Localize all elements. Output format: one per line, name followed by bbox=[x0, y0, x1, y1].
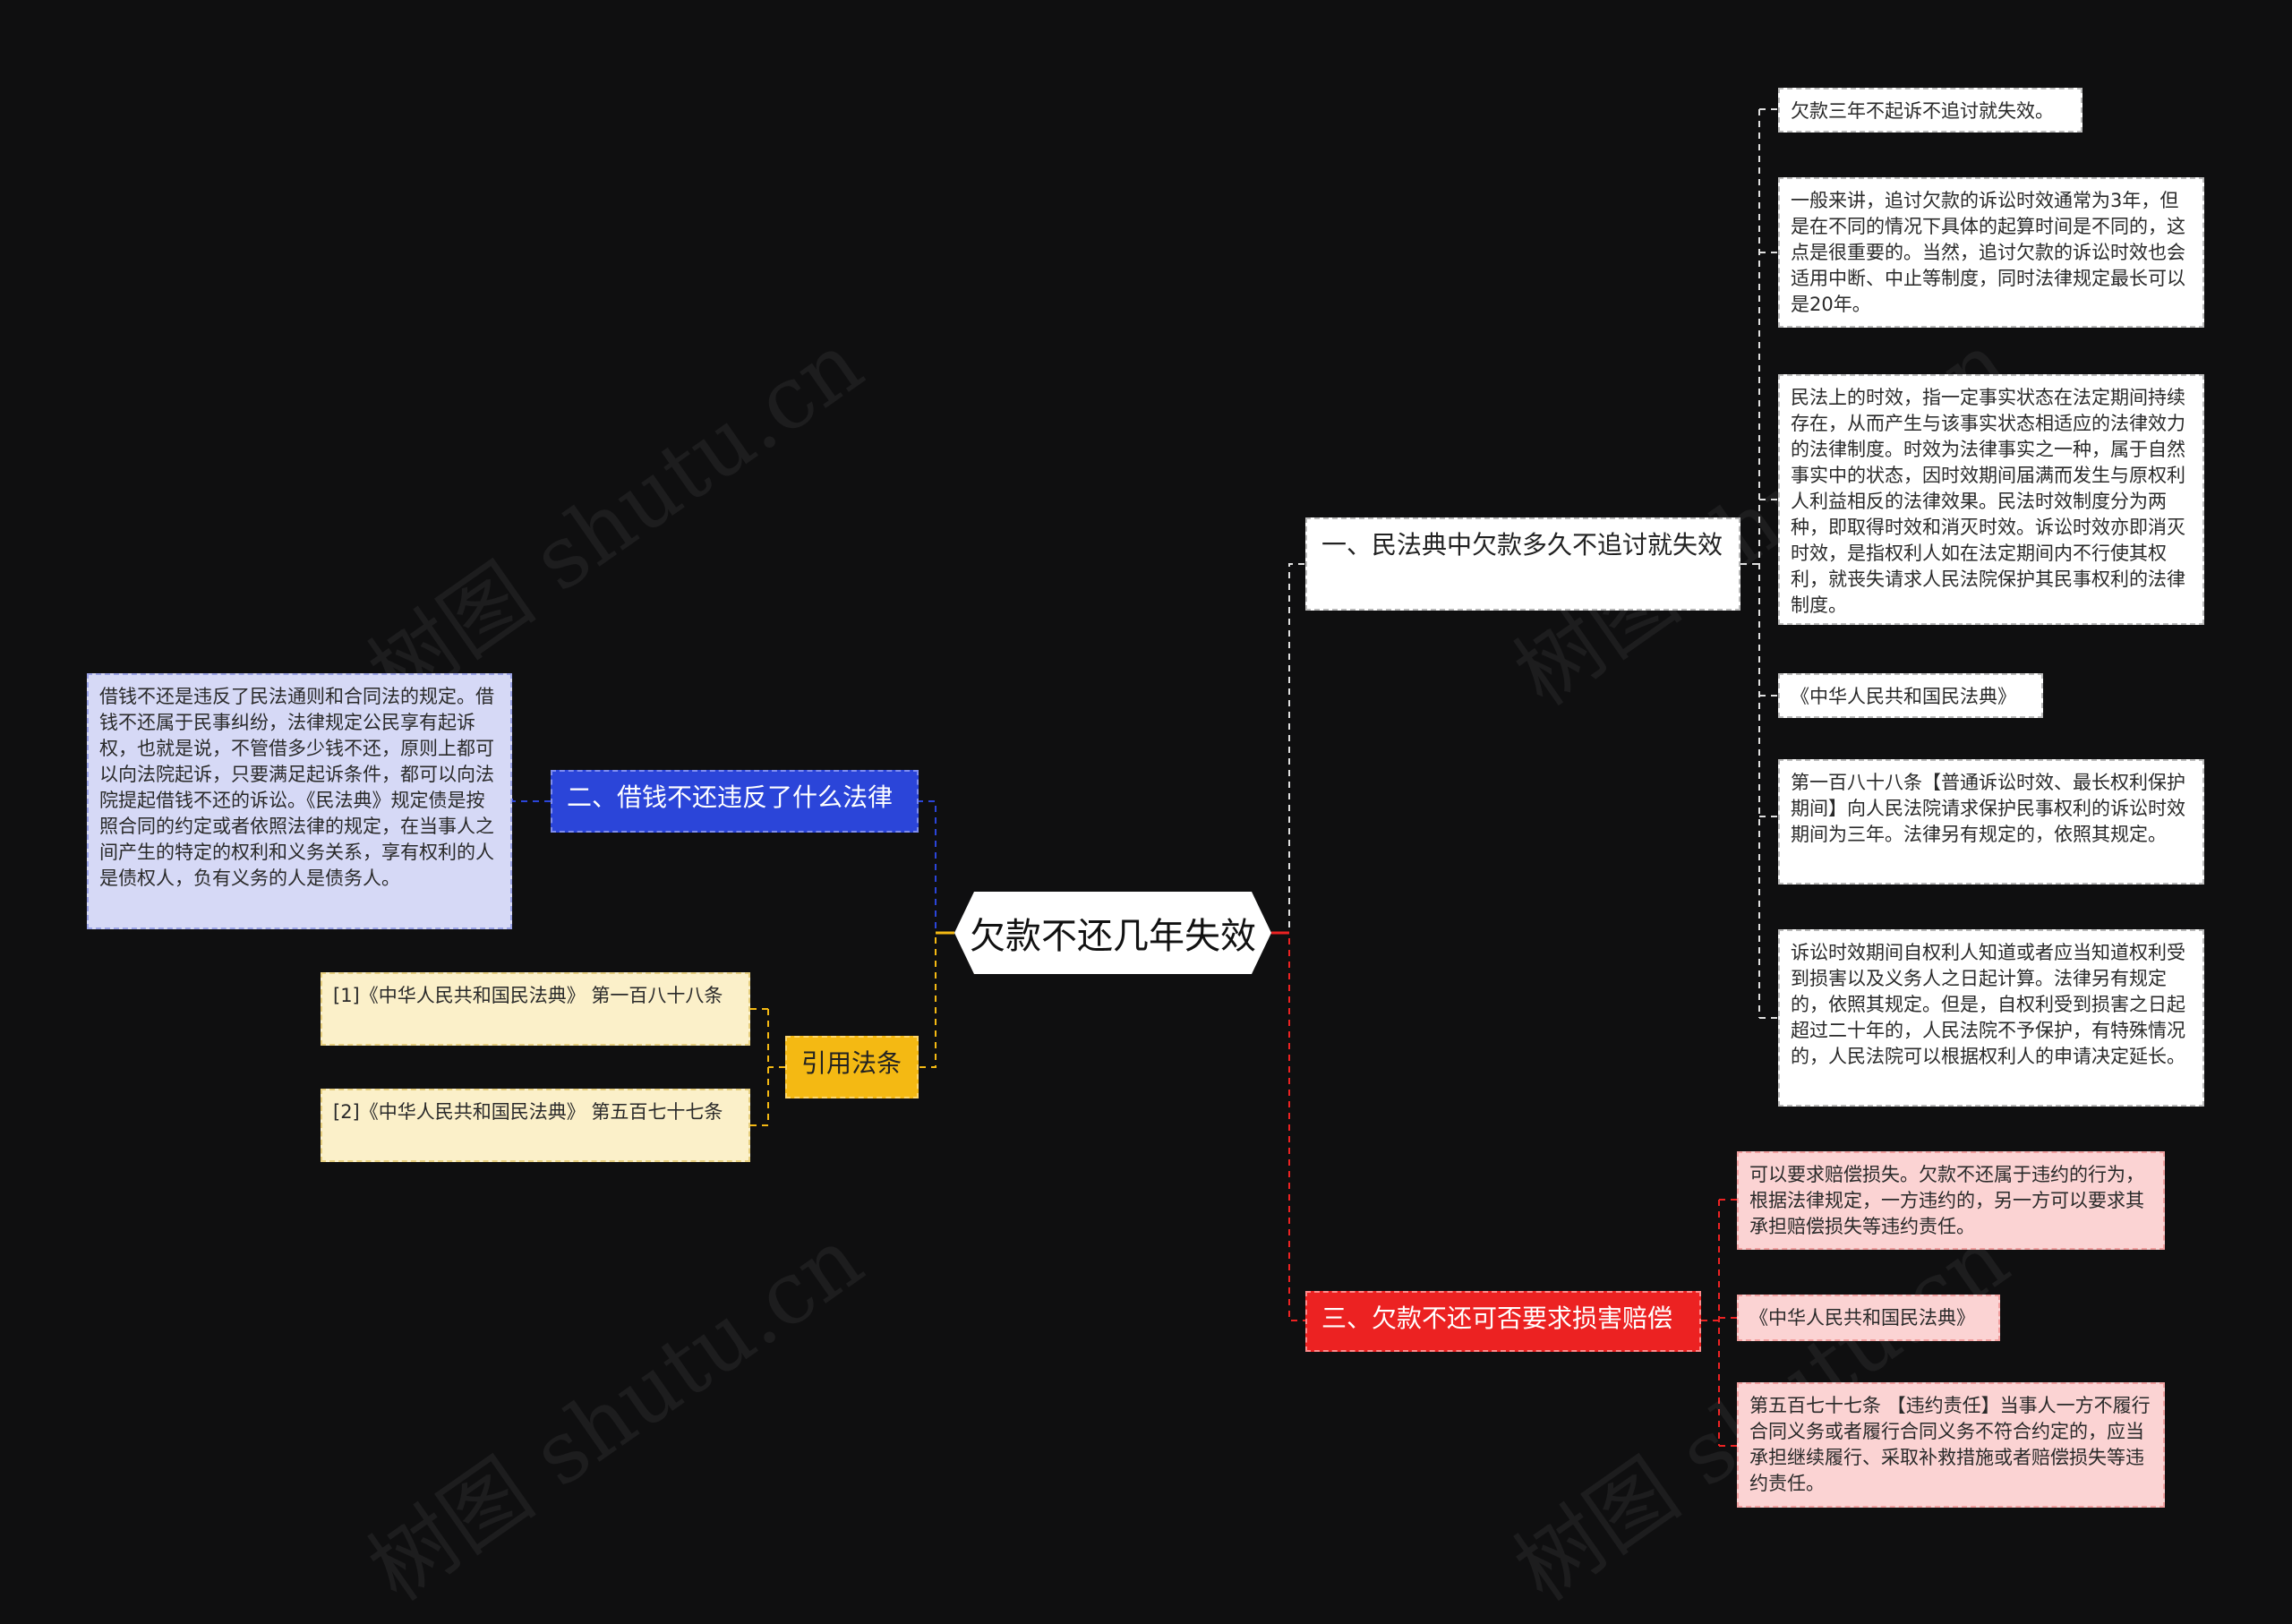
branch-damages[interactable]: 三、欠款不还可否要求损害赔偿 bbox=[1305, 1291, 1701, 1352]
leaf-limitation-definition[interactable]: 民法上的时效，指一定事实状态在法定期间持续存在，从而产生与该事实状态相适应的法律… bbox=[1778, 374, 2204, 625]
link-root-b1 bbox=[1271, 563, 1305, 934]
link-b1-leaves bbox=[1759, 108, 1778, 1019]
leaf-limitation-start[interactable]: 诉讼时效期间自权利人知道或者应当知道权利受到损害以及义务人之日起计算。法律另有规… bbox=[1778, 929, 2204, 1107]
leaf-article-188[interactable]: 第一百八十八条【普通诉讼时效、最长权利保护期间】向人民法院请求保护民事权利的诉讼… bbox=[1778, 759, 2204, 885]
link-b4-leaves bbox=[750, 1008, 768, 1126]
link-root-b3 bbox=[1271, 932, 1305, 1321]
link-root-b2 bbox=[919, 800, 954, 934]
link-root-b4 bbox=[919, 932, 954, 1068]
leaf-article-577[interactable]: 第五百七十七条 【违约责任】当事人一方不履行合同义务或者履行合同义务不符合约定的… bbox=[1737, 1382, 2165, 1508]
leaf-cited-article-188[interactable]: [1]《中华人民共和国民法典》 第一百八十八条 bbox=[321, 972, 750, 1046]
leaf-borrowing-explanation[interactable]: 借钱不还是违反了民法通则和合同法的规定。借钱不还属于民事纠纷，法律规定公民享有起… bbox=[87, 673, 512, 929]
link-b3-leaves bbox=[1719, 1199, 1737, 1447]
leaf-general-limitation[interactable]: 一般来讲，追讨欠款的诉讼时效通常为3年，但是在不同的情况下具体的起算时间是不同的… bbox=[1778, 177, 2204, 328]
root-topic[interactable]: 欠款不还几年失效 bbox=[954, 892, 1271, 974]
link-b2-leaf bbox=[511, 797, 551, 802]
leaf-damages-claim[interactable]: 可以要求赔偿损失。欠款不还属于违约的行为，根据法律规定，一方违约的，另一方可以要… bbox=[1737, 1151, 2165, 1250]
leaf-cited-article-577[interactable]: [2]《中华人民共和国民法典》 第五百七十七条 bbox=[321, 1089, 750, 1162]
branch-borrowing-law[interactable]: 二、借钱不还违反了什么法律 bbox=[551, 770, 919, 833]
leaf-civil-code-title[interactable]: 《中华人民共和国民法典》 bbox=[1778, 673, 2043, 718]
leaf-civil-code-title-2[interactable]: 《中华人民共和国民法典》 bbox=[1737, 1295, 2000, 1341]
branch-cited-articles[interactable]: 引用法条 bbox=[785, 1036, 919, 1098]
leaf-three-years[interactable]: 欠款三年不起诉不追讨就失效。 bbox=[1778, 88, 2082, 132]
branch-civil-code-expiry[interactable]: 一、民法典中欠款多久不追讨就失效 bbox=[1305, 517, 1740, 611]
